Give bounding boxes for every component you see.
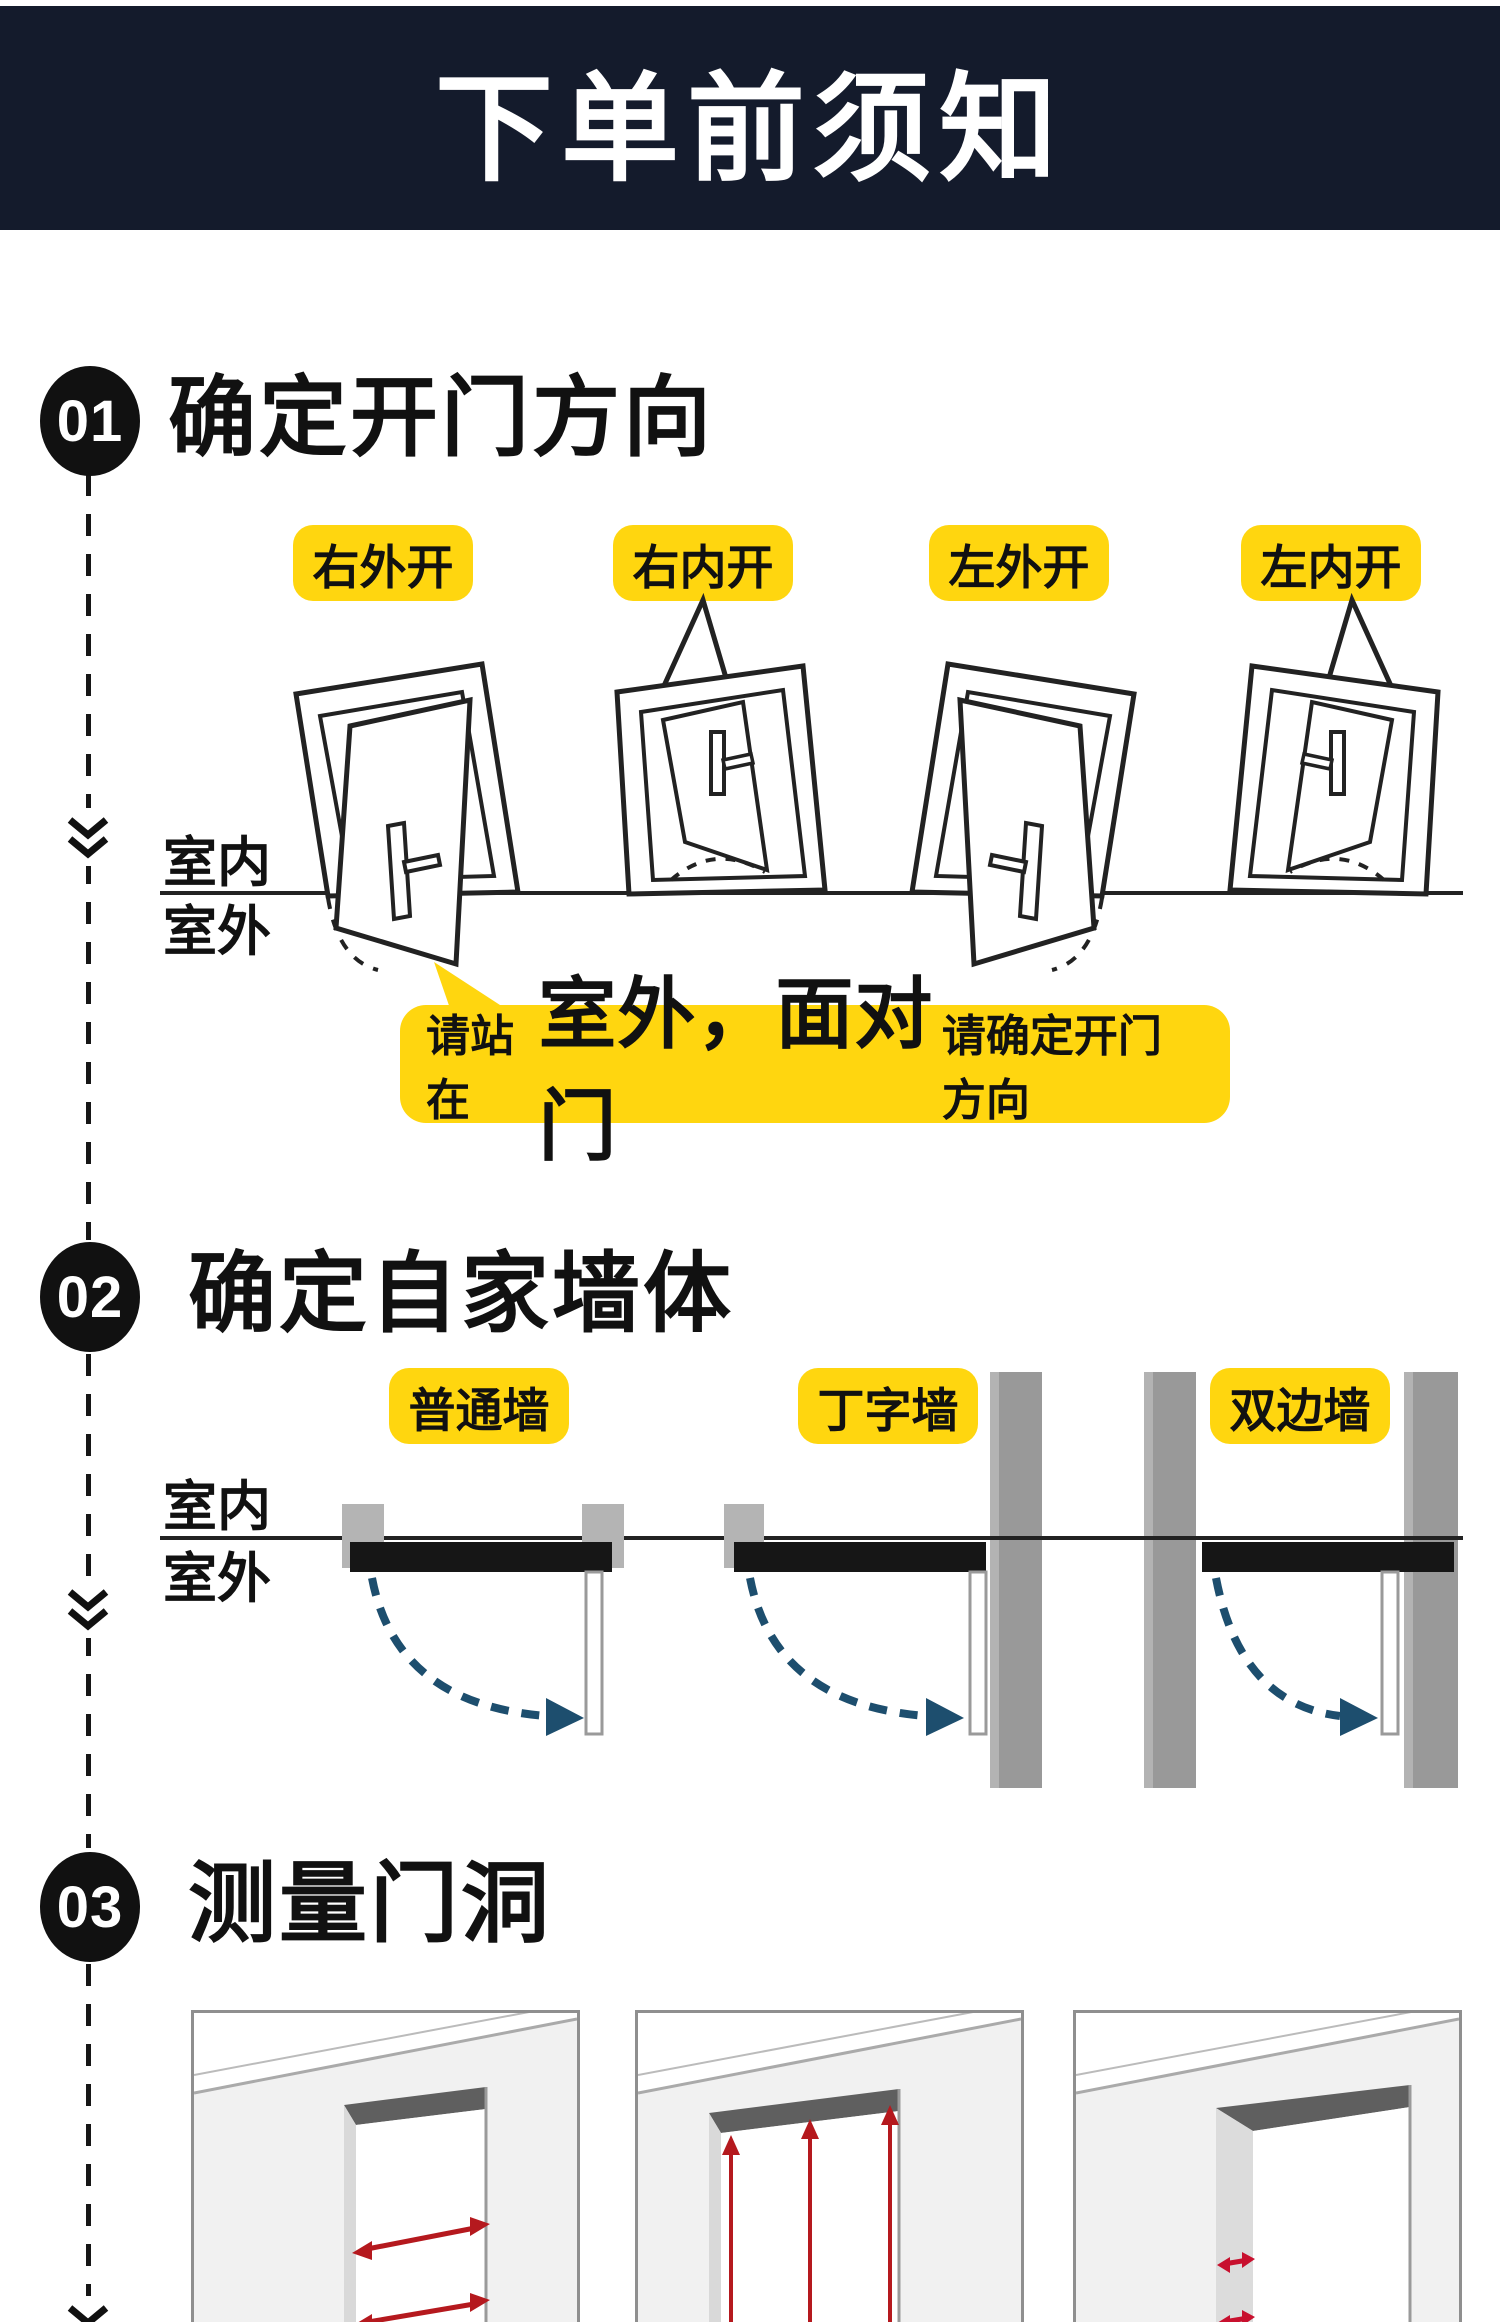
timeline-dash-segment — [86, 1354, 91, 1580]
callout-post: 请确定开门方向 — [941, 1012, 1162, 1125]
wall-column — [1144, 1372, 1196, 1788]
wall-label-double-side: 双边墙 — [1210, 1368, 1390, 1444]
section-02-title: 确定自家墙体 — [188, 1244, 735, 1343]
door-label-text: 左外开 — [948, 540, 1090, 594]
door-diagram-right-inward — [565, 580, 865, 960]
wall-label-text: 丁字墙 — [817, 1383, 959, 1437]
outdoor-label: 室外 — [163, 1549, 271, 1609]
wall-column — [990, 1372, 1042, 1788]
measure-panel-depth — [1073, 2010, 1462, 2322]
callout-pre: 请站在 — [426, 1012, 514, 1125]
door-label-text: 右内开 — [632, 540, 774, 594]
step-02-badge: 02 — [40, 1242, 140, 1352]
measure-panel-width — [191, 2010, 580, 2322]
door-label-left-outward: 左外开 — [929, 525, 1109, 601]
step-02-number: 02 — [56, 1264, 124, 1330]
timeline-dash-segment — [86, 862, 91, 1240]
wall-label-text: 双边墙 — [1229, 1383, 1371, 1437]
callout-highlight: 室外，面对门 — [538, 970, 934, 1170]
wall-label-normal: 普通墙 — [389, 1368, 569, 1444]
step-01-number: 01 — [56, 388, 124, 454]
door-label-right-inward: 右内开 — [613, 525, 793, 601]
double-chevron-down-icon — [60, 810, 116, 866]
indoor-label: 室内 — [163, 1477, 271, 1537]
double-chevron-down-icon — [60, 2298, 116, 2322]
header-banner: 下单前须知 — [0, 6, 1500, 230]
door-label-text: 右外开 — [312, 540, 454, 594]
floor-line — [160, 891, 1463, 895]
wall-plan-diagrams — [150, 1480, 1470, 1780]
door-diagram-right-outward — [250, 630, 550, 990]
page-title: 下单前须知 — [434, 63, 1065, 196]
door-diagram-left-inward — [1190, 580, 1490, 960]
double-chevron-down-icon — [60, 1582, 116, 1638]
section-01-title: 确定开门方向 — [168, 368, 715, 467]
timeline-dash-segment — [86, 474, 91, 808]
timeline-dash-segment — [86, 1634, 91, 1848]
wall-label-text: 普通墙 — [408, 1383, 550, 1437]
timeline-dash-segment — [86, 1964, 91, 2296]
step-03-number: 03 — [56, 1874, 124, 1940]
wall-label-t-shape: 丁字墙 — [798, 1368, 978, 1444]
door-label-text: 左内开 — [1260, 540, 1402, 594]
section-03-title: 测量门洞 — [188, 1854, 553, 1953]
wall-column — [1404, 1372, 1458, 1788]
door-label-right-outward: 右外开 — [293, 525, 473, 601]
door-label-left-inward: 左内开 — [1241, 525, 1421, 601]
measure-panel-height — [635, 2010, 1024, 2322]
door-diagram-left-outward — [880, 630, 1180, 990]
callout-bubble: 请站在 室外，面对门 请确定开门方向 — [400, 970, 1230, 1170]
indoor-label: 室内 — [163, 833, 271, 893]
step-03-badge: 03 — [40, 1852, 140, 1962]
step-01-badge: 01 — [40, 366, 140, 476]
outdoor-label: 室外 — [163, 902, 271, 962]
